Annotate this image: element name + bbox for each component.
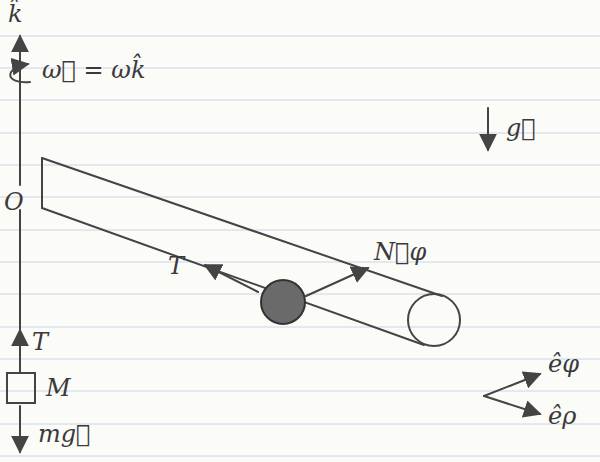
tube-opening: [408, 294, 460, 346]
tension-arrow-mass: [19, 330, 21, 368]
z-axis: [19, 36, 21, 185]
mass-box: M: [6, 372, 36, 404]
tube-top: [42, 158, 442, 296]
string: [19, 210, 21, 372]
e-phi-arrow: [484, 374, 540, 396]
normal-force-arrow: [306, 268, 368, 296]
angular-velocity-label: ω⃗ = ωk̂: [42, 58, 145, 82]
unit-vector-label: êρ: [548, 404, 576, 428]
normal-force-label: N⃗φ: [374, 240, 426, 264]
ball: [261, 280, 305, 324]
gravity-label: g⃗: [506, 116, 536, 140]
unit-vector-label: êφ: [548, 352, 579, 376]
tension-label: T: [168, 254, 184, 278]
mass-label: M: [46, 376, 71, 400]
e-rho-arrow: [484, 396, 540, 414]
paper-lines: [0, 36, 600, 456]
origin-label: O: [4, 190, 24, 214]
tension-label: T: [32, 330, 48, 354]
rotation-arrow: [10, 64, 30, 82]
gravity-arrow: [487, 108, 489, 150]
tension-arrow-tube: [205, 265, 258, 292]
weight-arrow: [19, 406, 21, 452]
tube-bottom: [42, 208, 424, 345]
weight-label: mg⃗: [38, 422, 91, 446]
axis-label: k̂: [8, 2, 23, 26]
tube-end: [41, 158, 43, 208]
